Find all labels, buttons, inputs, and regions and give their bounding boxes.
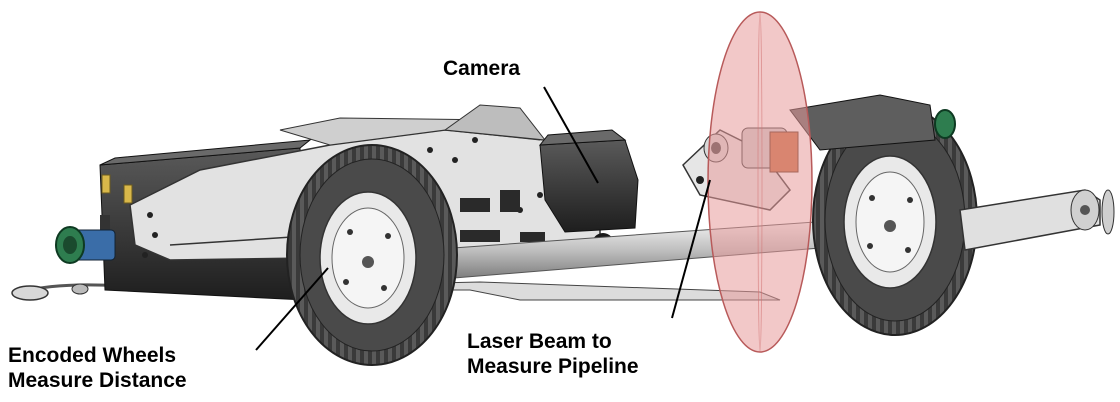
- front-wheel: [812, 104, 978, 336]
- laser-beam-disc: [707, 11, 813, 353]
- laser-label-line-2: Measure Pipeline: [467, 355, 639, 378]
- laser-leader-line: [671, 179, 711, 319]
- wheels-label-line-2: Measure Distance: [8, 369, 187, 392]
- rear-connector: [55, 226, 116, 264]
- wheels-label: Encoded Wheels Measure Distance: [8, 343, 187, 393]
- leader-lines: [255, 86, 711, 351]
- front-tow-arm: [959, 189, 1115, 251]
- encoded-wheel: [286, 144, 458, 366]
- camera-leader-line: [543, 86, 599, 184]
- camera-label: Camera: [443, 56, 520, 81]
- wheels-leader-line: [255, 267, 329, 351]
- laser-label-line-1: Laser Beam to: [467, 330, 612, 353]
- camera-label-text: Camera: [443, 57, 521, 80]
- gold-fittings: [101, 174, 133, 204]
- laser-label: Laser Beam to Measure Pipeline: [467, 329, 639, 379]
- wheels-label-line-1: Encoded Wheels: [8, 344, 177, 367]
- front-motor-housing: [789, 94, 956, 151]
